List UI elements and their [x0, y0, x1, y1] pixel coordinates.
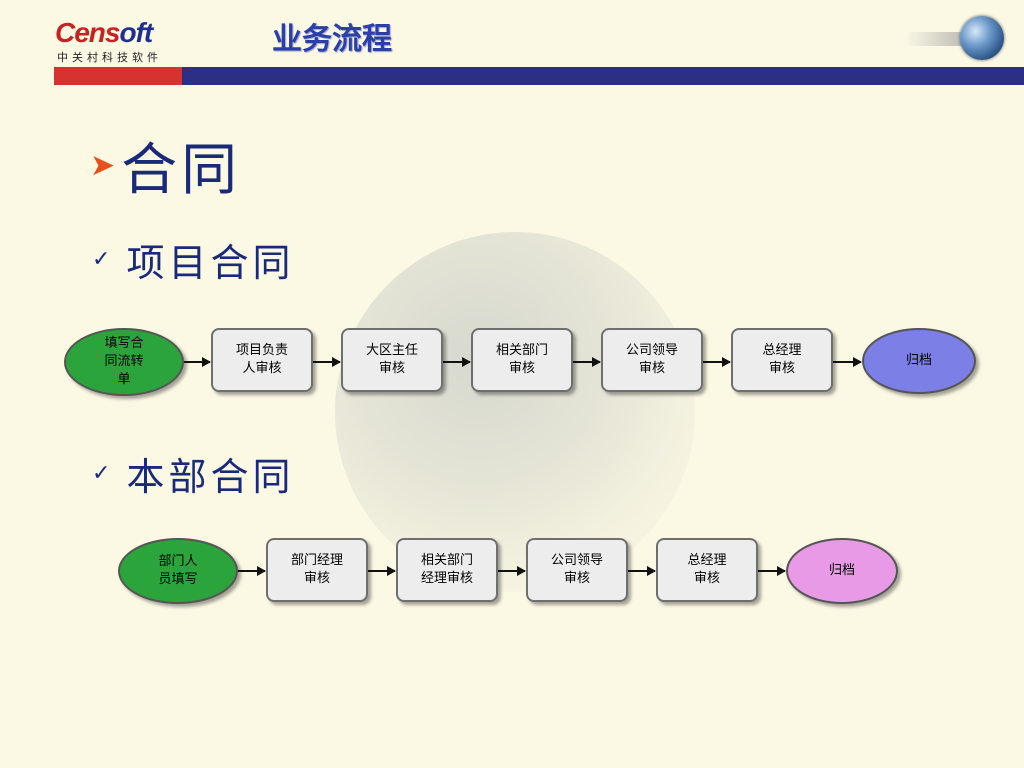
flow-step-node: 相关部门 审核 [471, 328, 573, 392]
flow-arrow [368, 566, 396, 576]
flow-step-node: 部门经理 审核 [266, 538, 368, 602]
main-heading: ➤ 合同 [90, 125, 241, 206]
flow-arrow [498, 566, 526, 576]
censoft-logo: Censoft 中关村科技软件 [55, 17, 185, 65]
section-heading-text: 项目合同 [126, 241, 295, 285]
main-heading-text: 合同 [121, 138, 242, 203]
section-heading-text: 本部合同 [126, 455, 295, 499]
flow-arrow [703, 357, 731, 367]
flow-step-node: 总经理 审核 [731, 328, 833, 392]
logo-subtitle: 中关村科技软件 [57, 51, 162, 64]
flow-arrow [443, 357, 471, 367]
flow-arrow [184, 357, 211, 367]
flow-step-node: 公司领导 审核 [526, 538, 628, 602]
flow-step-node: 总经理 审核 [656, 538, 758, 602]
header-bar-blue [182, 67, 1024, 85]
arrow-bullet-icon: ➤ [90, 148, 116, 183]
flow-start-node: 填写合 同流转 单 [64, 328, 184, 396]
logo-wordmark: Censoft [55, 17, 153, 48]
section-heading-project-contract: ✓ 项目合同 [92, 232, 294, 287]
flow-arrow [313, 357, 341, 367]
flow-step-node: 公司领导 审核 [601, 328, 703, 392]
flow-step-node: 项目负责 人审核 [211, 328, 313, 392]
checkmark-icon: ✓ [92, 247, 111, 272]
flow-end-node: 归档 [862, 328, 976, 394]
header-bar-red [54, 67, 182, 85]
flow-arrow [238, 566, 266, 576]
flow-step-node: 大区主任 审核 [341, 328, 443, 392]
checkmark-icon: ✓ [92, 461, 111, 486]
page-title: 业务流程 [272, 22, 392, 57]
background-globe-watermark [335, 232, 695, 592]
flow-arrow [758, 566, 786, 576]
globe-icon [905, 14, 1005, 64]
flow-arrow [573, 357, 601, 367]
section-heading-internal-contract: ✓ 本部合同 [92, 446, 294, 501]
flow-step-node: 相关部门 经理审核 [396, 538, 498, 602]
flow-arrow [833, 357, 862, 367]
flow-start-node: 部门人 员填写 [118, 538, 238, 604]
flow-end-node: 归档 [786, 538, 898, 604]
flow-arrow [628, 566, 656, 576]
